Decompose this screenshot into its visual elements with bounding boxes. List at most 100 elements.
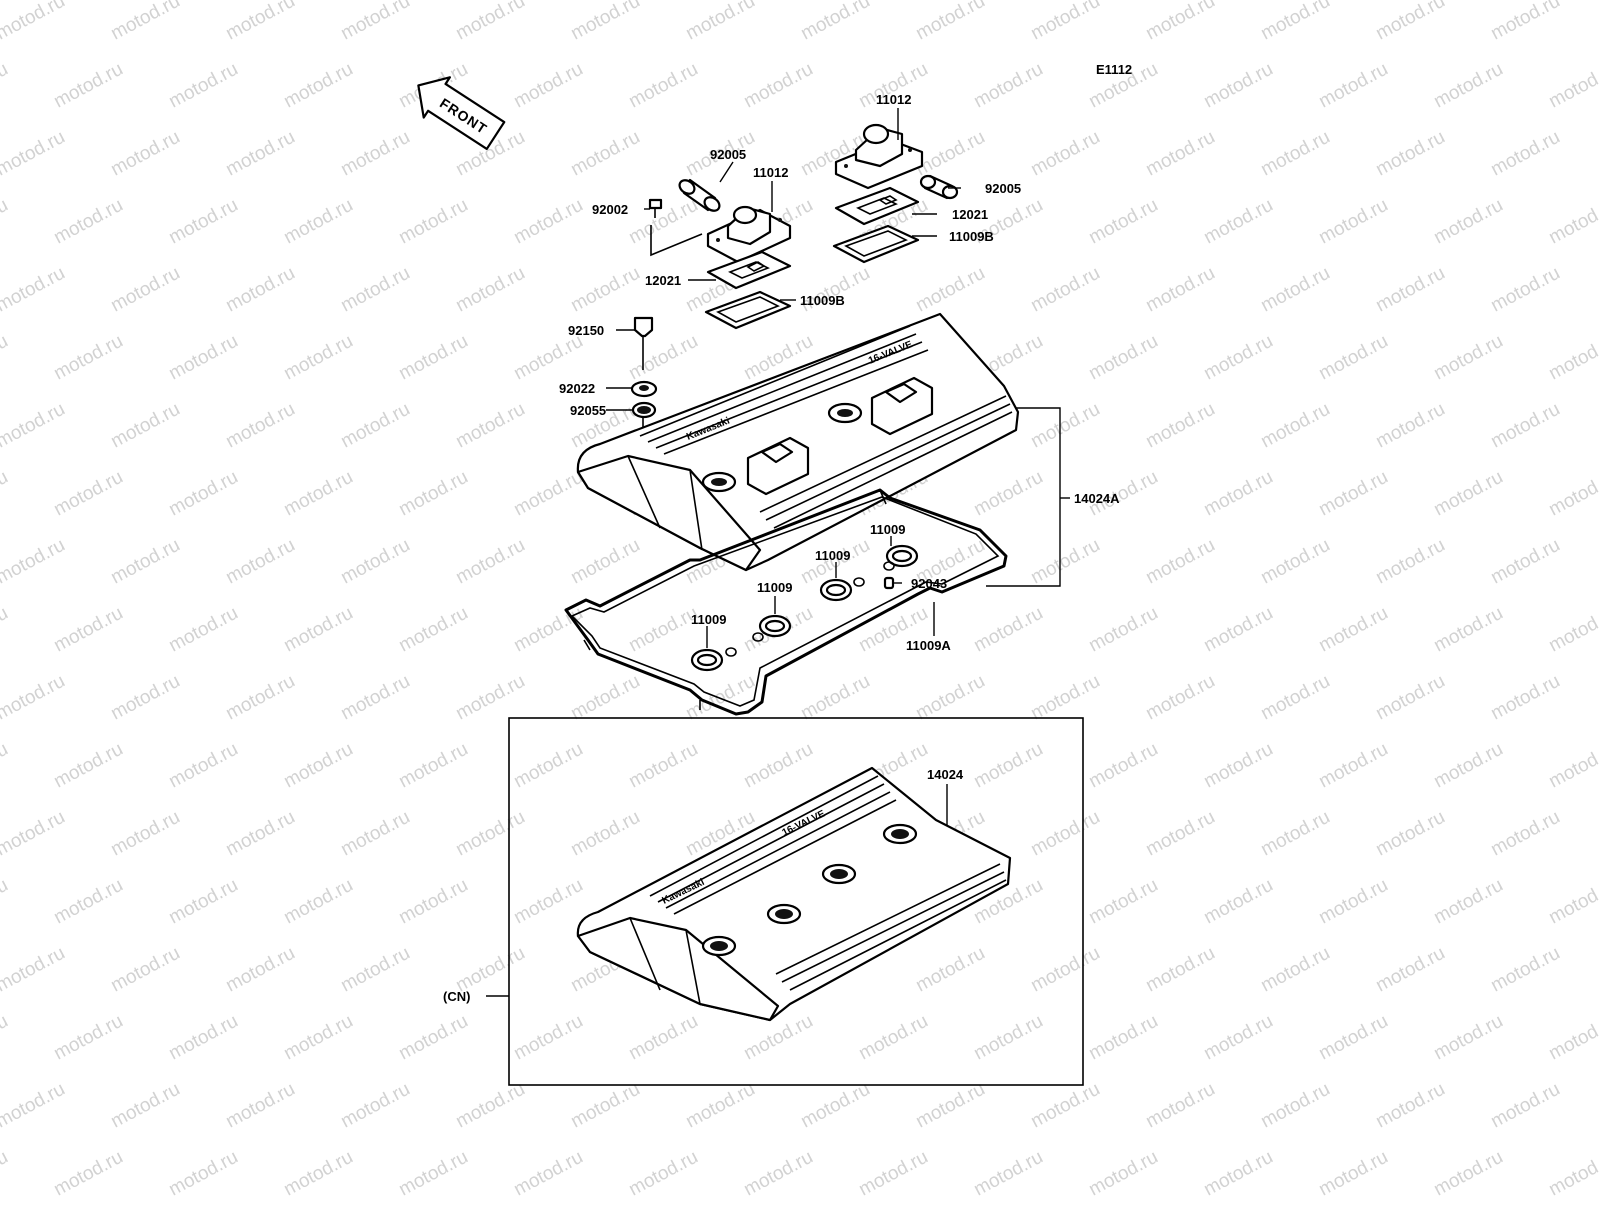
- watermark-text: motod.ru: [280, 1147, 356, 1200]
- watermark-text: motod.ru: [1372, 1079, 1448, 1133]
- watermark-text: motod.ru: [50, 59, 126, 113]
- watermark-text: motod.ru: [1430, 1147, 1506, 1200]
- watermark-text: motod.ru: [395, 195, 471, 249]
- watermark-text: motod.ru: [222, 127, 298, 181]
- watermark-text: motod.ru: [1027, 1079, 1103, 1133]
- watermark-text: motod.ru: [0, 467, 12, 521]
- watermark-text: motod.ru: [510, 1147, 586, 1200]
- watermark-text: motod.ru: [222, 1079, 298, 1133]
- watermark-text: motod.ru: [280, 195, 356, 249]
- watermark-text: motod.ru: [280, 1011, 356, 1065]
- watermark-text: motod.ru: [280, 467, 356, 521]
- watermark-text: motod.ru: [625, 1147, 701, 1200]
- label-92002: 92002: [592, 202, 628, 217]
- watermark-text: motod.ru: [970, 1011, 1046, 1065]
- watermark-text: motod.ru: [1430, 739, 1506, 793]
- watermark-text: motod.ru: [567, 671, 643, 725]
- watermark-text: motod.ru: [625, 1011, 701, 1065]
- watermark-text: motod.ru: [797, 0, 873, 44]
- watermark-text: motod.ru: [222, 671, 298, 725]
- watermark-text: motod.ru: [740, 59, 816, 113]
- watermark-text: motod.ru: [1085, 195, 1161, 249]
- watermark-text: motod.ru: [395, 331, 471, 385]
- watermark-text: motod.ru: [0, 943, 69, 997]
- watermark-text: motod.ru: [222, 0, 298, 44]
- watermark-text: motod.ru: [855, 1147, 931, 1200]
- watermark-text: motod.ru: [337, 1079, 413, 1133]
- watermark-text: motod.ru: [0, 59, 12, 113]
- label-12021-left: 12021: [645, 273, 681, 288]
- breather-cap-left: [648, 178, 792, 330]
- watermark-text: motod.ru: [1142, 943, 1218, 997]
- watermark-text: motod.ru: [107, 263, 183, 317]
- watermark-text: motod.ru: [1027, 535, 1103, 589]
- watermark-text: motod.ru: [1315, 603, 1391, 657]
- o-ring-11009-3: [819, 577, 865, 602]
- watermark-text: motod.ru: [510, 1011, 586, 1065]
- washer-92022: [630, 380, 658, 398]
- watermark-text: motod.ru: [165, 467, 241, 521]
- watermark-text: motod.ru: [0, 807, 69, 861]
- watermark-text: motod.ru: [337, 535, 413, 589]
- watermark-text: motod.ru: [567, 263, 643, 317]
- watermark-text: motod.ru: [1430, 467, 1506, 521]
- watermark-text: motod.ru: [1545, 1011, 1600, 1065]
- watermark-text: motod.ru: [797, 263, 873, 317]
- diagram-code: E1112: [1096, 62, 1132, 77]
- watermark-text: motod.ru: [912, 1079, 988, 1133]
- label-11012-right: 11012: [876, 92, 911, 107]
- watermark-text: motod.ru: [740, 739, 816, 793]
- watermark-text: motod.ru: [395, 1011, 471, 1065]
- watermark-text: motod.ru: [797, 1079, 873, 1133]
- watermark-text: motod.ru: [567, 1079, 643, 1133]
- watermark-text: motod.ru: [452, 0, 528, 44]
- watermark-text: motod.ru: [625, 739, 701, 793]
- watermark-text: motod.ru: [1085, 875, 1161, 929]
- watermark-text: motod.ru: [1315, 1011, 1391, 1065]
- label-11009-4: 11009: [870, 522, 905, 537]
- label-cn: (CN): [443, 989, 470, 1004]
- watermark-text: motod.ru: [510, 331, 586, 385]
- watermark-text: motod.ru: [1085, 739, 1161, 793]
- watermark-text: motod.ru: [1545, 59, 1600, 113]
- watermark-text: motod.ru: [337, 671, 413, 725]
- watermark-text: motod.ru: [970, 603, 1046, 657]
- watermark-text: motod.ru: [0, 263, 69, 317]
- watermark-text: motod.ru: [1545, 603, 1600, 657]
- watermark-text: motod.ru: [740, 1147, 816, 1200]
- watermark-text: motod.ru: [0, 0, 69, 44]
- label-92005-right: 92005: [985, 181, 1021, 196]
- watermark-text: motod.ru: [855, 1011, 931, 1065]
- watermark-text: motod.ru: [1257, 807, 1333, 861]
- watermark-text: motod.ru: [107, 399, 183, 453]
- watermark-text: motod.ru: [1142, 0, 1218, 44]
- watermark-text: motod.ru: [1430, 603, 1506, 657]
- watermark-text: motod.ru: [395, 1147, 471, 1200]
- watermark-text: motod.ru: [510, 467, 586, 521]
- watermark-text: motod.ru: [970, 467, 1046, 521]
- watermark-text: motod.ru: [682, 1079, 758, 1133]
- watermark-text: motod.ru: [912, 0, 988, 44]
- label-14024: 14024: [927, 767, 964, 782]
- watermark-text: motod.ru: [1487, 399, 1563, 453]
- watermark-text: motod.ru: [1545, 739, 1600, 793]
- watermark-text: motod.ru: [1372, 671, 1448, 725]
- label-12021-right: 12021: [952, 207, 988, 222]
- watermark-text: motod.ru: [222, 807, 298, 861]
- watermark-text: motod.ru: [50, 739, 126, 793]
- watermark-text: motod.ru: [107, 0, 183, 44]
- watermark-text: motod.ru: [682, 671, 758, 725]
- watermark-text: motod.ru: [280, 603, 356, 657]
- watermark-text: motod.ru: [1315, 875, 1391, 929]
- watermark-text: motod.ru: [1372, 0, 1448, 44]
- watermark-text: motod.ru: [337, 399, 413, 453]
- watermark-text: motod.ru: [912, 127, 988, 181]
- o-ring-11009-2: [752, 614, 792, 642]
- watermark-text: motod.ru: [1200, 1147, 1276, 1200]
- watermark-text: motod.ru: [1142, 399, 1218, 453]
- watermark-text: motod.ru: [452, 535, 528, 589]
- watermark-text: motod.ru: [1200, 331, 1276, 385]
- watermark-text: motod.ru: [452, 263, 528, 317]
- watermark-text: motod.ru: [337, 807, 413, 861]
